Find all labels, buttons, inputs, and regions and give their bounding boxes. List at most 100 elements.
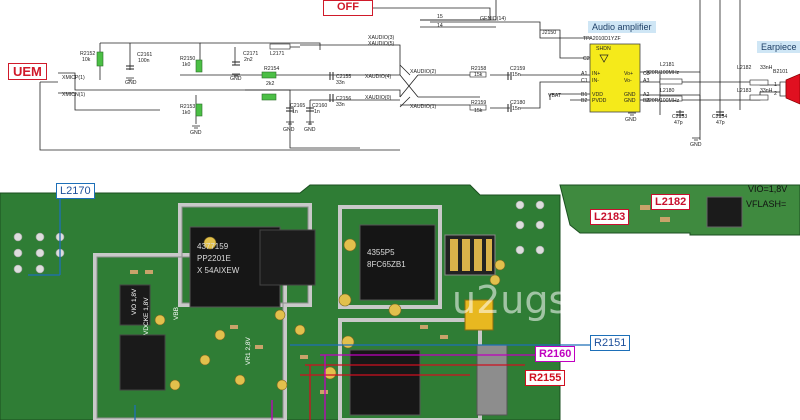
gnd-label-6: GND [230, 76, 242, 82]
vio-label: VIO=1,8V [748, 184, 788, 194]
gnd-label-3: GND [304, 127, 316, 133]
label-r2154-val: 2k2 [266, 81, 274, 87]
label-c2180: C2180 [510, 100, 525, 106]
callout-r2151: R2151 [590, 335, 631, 351]
amp-part: TPA2010D1YZF [583, 36, 621, 42]
label-l2180-val: 220R/100MHz [646, 98, 680, 104]
callout-l2170: L2170 [56, 183, 95, 199]
gnd-label-4: GND [625, 117, 637, 123]
signal-xaudio3: XAUDIO(3) [368, 35, 395, 41]
resistor-r2153 [195, 103, 203, 117]
label-c2159-val: 15n [512, 72, 521, 78]
label-r2158-val: 15k [474, 72, 483, 78]
label-c2171-val: 2n2 [244, 57, 253, 63]
resistor-r2152 [96, 51, 104, 67]
label-l2182-val: 33nH [760, 65, 773, 71]
amp-pinnum-a2: A2 [643, 92, 649, 98]
label-r2159: R2159 [471, 100, 486, 106]
amp-pinnum-b3: B3 [643, 98, 649, 104]
signal-xmicn: XMICN(1) [62, 92, 85, 98]
gnd-label-5: GND [690, 142, 702, 148]
amp-pin-gnd2: GND [624, 98, 636, 104]
pcb-photo: 4377159 PP2201E X 54AIXEW 4355P5 8FC65ZB… [0, 175, 800, 420]
vflash-label: VFLASH= [746, 199, 787, 209]
label-r2154: R2154 [264, 66, 279, 72]
board-label-vr1: VR1 2,8V [245, 337, 252, 365]
label-c2160-val: 1n [314, 109, 320, 115]
earpiece-pin-1: 1 [774, 82, 777, 88]
label-r2152: R2152 [80, 51, 95, 57]
label-r2153: R2153 [180, 104, 195, 110]
watermark: u2ugsm.com [452, 278, 699, 322]
label-r2159-val: 15k [474, 108, 483, 114]
label-c2165-val: 1n [292, 109, 298, 115]
signal-xmicp: XMICP(1) [62, 75, 85, 81]
audio-amplifier-chip [589, 43, 641, 113]
label-c2180-val: 15n [512, 106, 521, 112]
amp-pin-pvdd: PVDD [592, 98, 607, 104]
earpiece-label: Earpiece [757, 41, 800, 53]
speaker-connector [476, 344, 508, 416]
resistor-r2155 [261, 93, 277, 101]
gnd-label-2: GND [283, 127, 295, 133]
label-l2181: L2181 [660, 62, 675, 68]
earpiece-ref: B2101 [773, 69, 788, 75]
label-r2153-val: 1k0 [182, 110, 190, 116]
label-r2158: R2158 [471, 66, 486, 72]
chip-text-3: X 54AIXEW [197, 266, 240, 275]
chip-text-5: 8FC65ZB1 [367, 260, 406, 269]
label-c2153-val: 47p [674, 120, 683, 126]
label-c2165: C2165 [290, 103, 305, 109]
amp-pin-gnd1: GND [624, 92, 636, 98]
signal-genio: GENIO(14) [480, 16, 506, 22]
resistor-r2150 [195, 59, 203, 73]
signal-xaudio2: XAUDIO(2) [410, 69, 437, 75]
chip-flex [706, 196, 743, 228]
amp-pinnum-c3: C3 [643, 71, 650, 77]
amp-pinnum-b2: B2 [581, 98, 587, 104]
amp-pinnum-c2: C2 [583, 56, 590, 62]
label-c2171: C2171 [243, 51, 258, 57]
label-l2180: L2180 [660, 88, 675, 94]
gnd-label-7: GND [125, 80, 137, 86]
earpiece-icon [785, 73, 800, 105]
yellow-component [464, 299, 494, 331]
signal-j2150: J2150 [542, 30, 556, 36]
amp-pinnum-a3: A3 [643, 78, 649, 84]
amp-pinnum-c1: C1 [581, 78, 588, 84]
board-label-vio: VIO 1,8V [131, 288, 138, 315]
chip-text-4: 4355P5 [367, 248, 395, 257]
amp-pinnum-b1: B1 [581, 92, 587, 98]
label-r2152-val: 10k [82, 57, 91, 63]
chip-text-2: PP2201E [197, 254, 231, 263]
label-c2153: C2153 [672, 114, 687, 120]
callout-r2155: R2155 [525, 370, 566, 386]
chip-audio [349, 349, 421, 416]
label-r2150: R2150 [180, 56, 195, 62]
board-label-vdcke: VDCKE 1,8V [143, 297, 150, 335]
chip-rf [359, 224, 436, 301]
callout-r2160: R2160 [535, 346, 576, 362]
schematic: R2152 10k C2161 100n R2150 1k0 C2171 2n2… [39, 0, 800, 151]
label-c2154: C2154 [712, 114, 727, 120]
uem-label: UEM [8, 63, 47, 80]
label-c2161: C2161 [137, 52, 152, 58]
audio-amplifier-label: Audio amplifier [588, 21, 656, 33]
label-c2154-val: 47p [716, 120, 725, 126]
label-r2150-val: 1k0 [182, 62, 190, 68]
off-label: OFF [323, 0, 373, 16]
amp-pin-vdd: VDD [592, 92, 603, 98]
signal-14: 14 [437, 23, 443, 29]
label-c2159: C2159 [510, 66, 525, 72]
amp-pin-vop: Vo+ [624, 71, 633, 77]
callout-l2182: L2182 [651, 194, 691, 210]
label-c2156: C2156 [336, 96, 351, 102]
board-label-vbb: VBB [173, 307, 180, 320]
vbat-label: VBAT [548, 93, 562, 99]
label-l2171: L2171 [270, 51, 285, 57]
amp-pin-inp: IN+ [592, 71, 600, 77]
label-l2182: L2182 [737, 65, 752, 71]
label-l2181-val: 220R/100MHz [646, 70, 680, 76]
label-c2155-val: 33n [336, 80, 345, 86]
label-c2156-val: 33n [336, 102, 345, 108]
